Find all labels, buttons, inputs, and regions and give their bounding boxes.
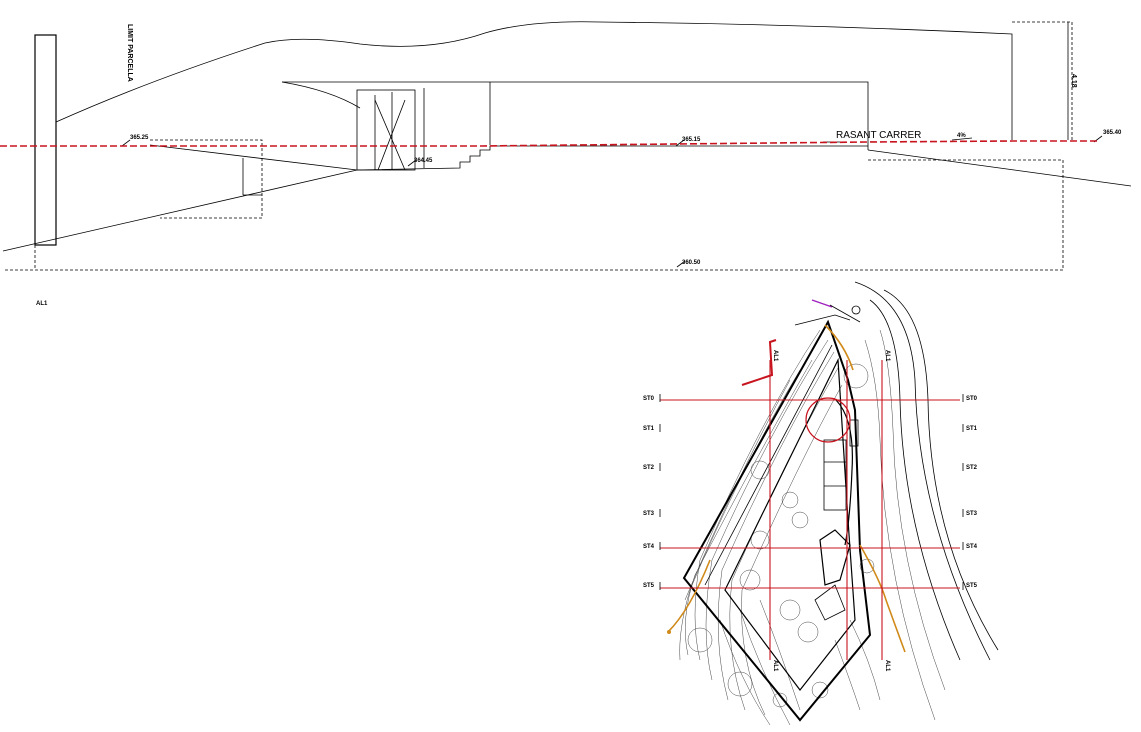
ground-datum-line [0,140,1100,147]
level-low: 364.45 [414,158,433,164]
al-marks: AL1 AL1 AL1 AL1 [772,350,890,672]
slope-percent-label: 4% [957,133,966,139]
level-mid: 365.15 [682,137,701,143]
view-tag: AL1 [36,301,48,307]
st3-right: ST3 [966,511,978,517]
foundation-dash-long [3,159,1064,271]
limit-parcella-label: LIMIT PARCELLA [126,24,133,82]
building-blocks [814,399,859,621]
st4-left: ST4 [643,544,655,550]
boundary-orange-right [859,544,906,653]
al-mark-top-right: AL1 [884,350,890,362]
level-bottom: 360.50 [682,260,701,266]
roof-curve [281,81,361,109]
accent-mark [811,299,833,308]
al-mark-bottom-right: AL1 [884,660,890,672]
road-level-label: RASANT CARRER [836,130,921,141]
terrain-profile [55,21,1013,140]
site-plan: ST0 ST1 ST2 ST3 ST4 ST5 ST0 ST1 ST2 ST3 … [643,281,999,726]
section-marks-left: ST0 ST1 ST2 ST3 ST4 ST5 [643,394,661,590]
roof-slab [282,81,869,150]
slope-line-long [2,169,358,252]
plot-boundary [682,319,872,722]
foundation-dash [150,139,263,219]
boundary-wall [34,34,57,246]
stairs [356,145,868,171]
st5-left: ST5 [643,583,655,589]
road-edge-inner [869,299,961,661]
building-footprint-outline [724,357,856,691]
road-edge-outer [854,281,991,661]
st1-left: ST1 [643,426,655,432]
elevation-section: LIMIT PARCELLA 4.18 365.25 365.15 365.40… [0,21,1132,307]
st5-right: ST5 [966,583,978,589]
st0-left: ST0 [643,396,655,402]
al-mark-bottom-left: AL1 [772,660,778,672]
dimension-box [1012,21,1073,140]
boundary-orange-top [824,324,854,371]
slope-line-right [867,149,1132,187]
glazing-block [356,89,416,171]
section-marks-right: ST0 ST1 ST2 ST3 ST4 ST5 [962,394,978,590]
st1-right: ST1 [966,426,978,432]
level-right: 365.40 [1103,130,1122,136]
level-left: 365.25 [130,135,149,141]
st2-right: ST2 [966,465,978,471]
st4-right: ST4 [966,544,978,550]
slope-line [149,144,358,171]
trees [687,363,875,708]
height-dimension-label: 4.18 [1070,74,1077,88]
al-mark-top-left: AL1 [772,350,778,362]
st2-left: ST2 [643,465,655,471]
boundary-orange-left [667,559,711,633]
st3-left: ST3 [643,511,655,517]
st0-right: ST0 [966,396,978,402]
section-cut-lines [660,339,960,660]
